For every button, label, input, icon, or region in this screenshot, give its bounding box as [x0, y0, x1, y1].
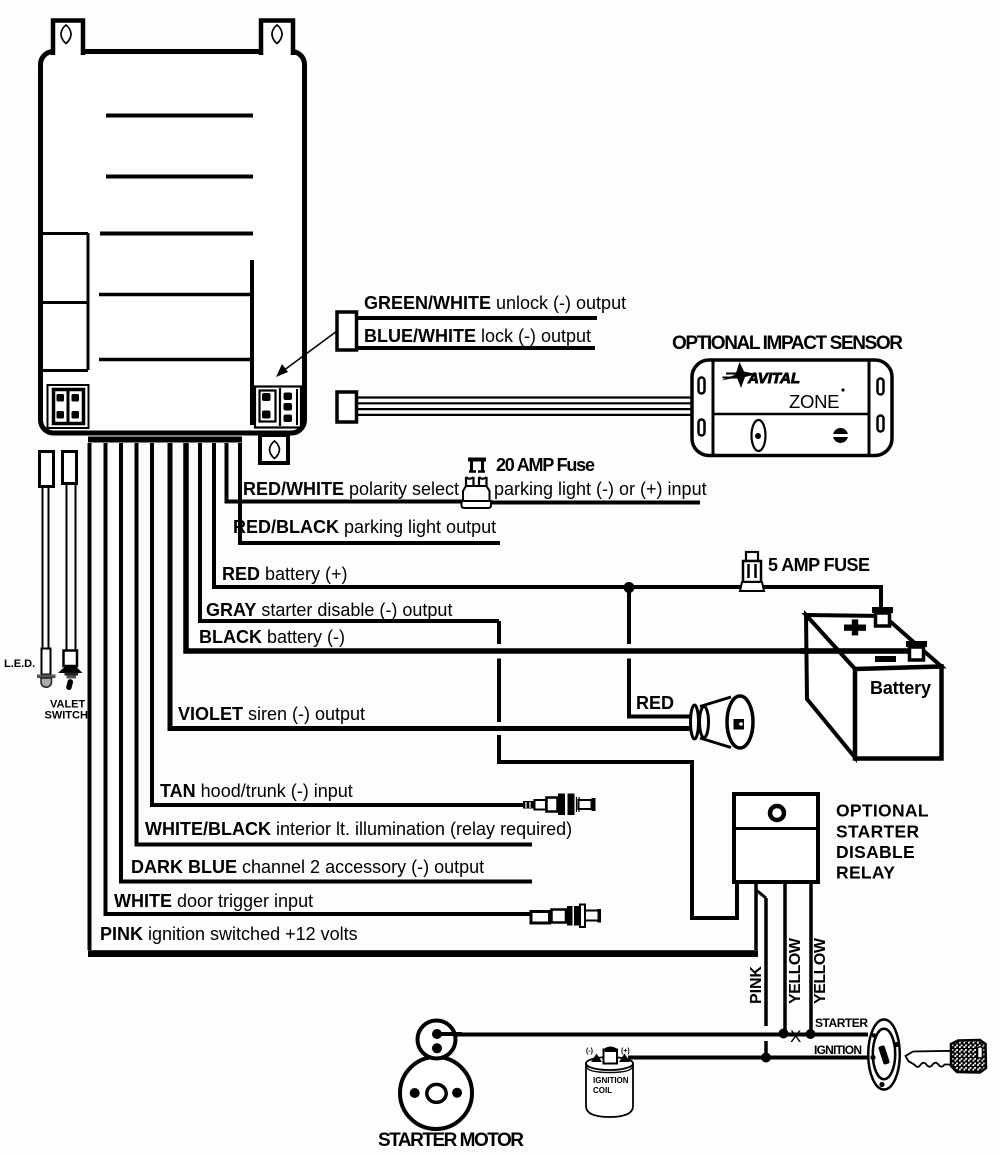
svg-text:BLUE/WHITE lock (-) output: BLUE/WHITE lock (-) output [364, 326, 591, 346]
svg-text:(+): (+) [621, 1048, 630, 1055]
svg-text:5 AMP FUSE: 5 AMP FUSE [768, 555, 870, 575]
svg-text:PINK: PINK [748, 966, 765, 1004]
svg-text:COIL: COIL [593, 1086, 612, 1095]
svg-text:RELAY: RELAY [836, 863, 895, 883]
svg-text:RED/BLACK parking light outpu: RED/BLACK parking light output [233, 517, 496, 537]
svg-text:X: X [790, 1027, 801, 1046]
svg-text:AVITAL: AVITAL [747, 370, 800, 387]
svg-text:RED battery (+): RED battery (+) [222, 564, 348, 584]
svg-text:PINK ignition switched +12 vo: PINK ignition switched +12 volts [100, 924, 358, 944]
svg-text:DISABLE: DISABLE [836, 842, 915, 862]
svg-text:(-): (-) [586, 1048, 593, 1055]
svg-text:GRAY starter disable (-) outpu: GRAY starter disable (-) output [206, 600, 452, 620]
svg-text:20 AMP Fuse: 20 AMP Fuse [496, 455, 595, 475]
svg-text:VALET: VALET [50, 699, 86, 711]
svg-text:YELLOW: YELLOW [812, 937, 829, 1004]
svg-text:STARTER: STARTER [815, 1016, 868, 1030]
svg-text:WHITE/BLACK interior lt. illu: WHITE/BLACK interior lt. illumination (r… [145, 819, 572, 839]
svg-text:RED/WHITE polarity select: RED/WHITE polarity select [243, 479, 459, 499]
svg-text:TAN hood/trunk (-) input: TAN hood/trunk (-) input [160, 781, 353, 801]
svg-text:WHITE door trigger input: WHITE door trigger input [114, 891, 313, 911]
svg-text:Battery: Battery [870, 678, 931, 698]
svg-text:OPTIONAL IMPACT SENSOR: OPTIONAL IMPACT SENSOR [672, 333, 903, 354]
svg-text:BLACK battery (-): BLACK battery (-) [199, 627, 345, 647]
svg-text:DARK BLUE channel 2 accessory: DARK BLUE channel 2 accessory (-) output [131, 857, 484, 877]
svg-text:STARTER: STARTER [836, 822, 920, 842]
svg-text:IGNITION: IGNITION [814, 1043, 862, 1057]
svg-text:RED: RED [636, 693, 674, 713]
svg-text:SWITCH: SWITCH [45, 710, 88, 722]
svg-text:VIOLET siren (-) output: VIOLET siren (-) output [178, 704, 365, 724]
svg-text:GREEN/WHITE unlock (-) output: GREEN/WHITE unlock (-) output [364, 293, 626, 313]
svg-text:YELLOW: YELLOW [787, 937, 804, 1004]
svg-text:STARTER MOTOR: STARTER MOTOR [378, 1130, 524, 1151]
svg-text:IGNITION: IGNITION [593, 1076, 629, 1085]
svg-text:L.E.D.: L.E.D. [4, 658, 35, 670]
svg-text:ZONE: ZONE [789, 391, 840, 412]
svg-text:parking light (-) or (+) input: parking light (-) or (+) input [494, 479, 707, 499]
svg-text:OPTIONAL: OPTIONAL [836, 801, 929, 821]
